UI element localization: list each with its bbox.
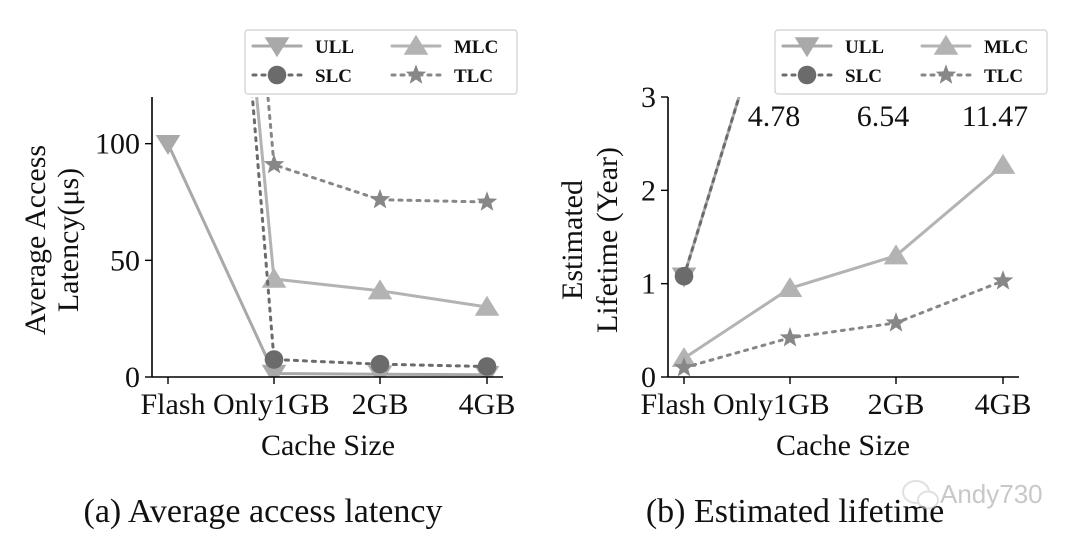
latency-mlc-point-1 — [261, 267, 287, 288]
lifetime-ylabel-line2: Lifetime (Year) — [591, 147, 624, 333]
lifetime-xtick-label-0: Flash Only — [640, 388, 773, 421]
lifetime-mlc-point-1 — [777, 277, 803, 298]
latency-ytick-label-1: 50 — [110, 244, 140, 277]
latency-legend: ULL MLC SLC TLC — [244, 29, 518, 95]
latency-xtick-label-0: Flash Only — [140, 388, 273, 421]
latency-ull-point-0 — [155, 134, 181, 155]
lifetime-mlc-point-3 — [990, 153, 1016, 174]
lifetime-xtick-label-2: 2GB — [868, 388, 925, 421]
latency-ull-point-1 — [261, 364, 287, 377]
latency-slc-point-2 — [370, 354, 390, 374]
lifetime-tlc-point-2 — [885, 312, 907, 332]
lifetime-xlabel: Cache Size — [776, 429, 910, 462]
lifetime-legend: ULL MLC SLC TLC — [774, 29, 1048, 95]
latency-slc-point-3 — [477, 357, 497, 376]
latency-ytick-label-2: 100 — [95, 128, 140, 161]
lifetime-ytick-label-3: 3 — [641, 81, 656, 114]
wechat-icon — [902, 480, 939, 510]
lifetime-legend-tlc-marker — [935, 64, 957, 84]
latency-legend-slc-label: SLC — [315, 66, 352, 87]
latency-xtick-label-1: 1GB — [273, 388, 330, 421]
latency-tlc-point-2 — [369, 188, 391, 209]
latency-legend-frame — [244, 29, 518, 95]
lifetime-slc-line — [682, 97, 741, 278]
lifetime-legend-slc-marker — [797, 65, 817, 85]
latency-legend-slc-marker — [267, 65, 287, 85]
watermark-text: Andy730 — [940, 479, 1043, 509]
annotation-4gb: 11.47 — [962, 100, 1028, 133]
lifetime-legend-ull-marker — [794, 37, 820, 58]
latency-tlc-point-1 — [263, 153, 285, 174]
lifetime-tlc-point-1 — [779, 327, 801, 347]
lifetime-caption: (b) Estimated lifetime — [646, 493, 944, 530]
latency-xtick-label-3: 4GB — [459, 388, 516, 421]
latency-ylabel-line2: Latency(μs) — [52, 168, 85, 312]
latency-series-layer — [155, 97, 500, 377]
lifetime-xtick-label-3: 4GB — [975, 388, 1032, 421]
latency-legend-tlc-label: TLC — [454, 66, 493, 87]
latency-xtick-label-2: 2GB — [352, 388, 409, 421]
latency-slc-line — [250, 97, 489, 368]
lifetime-legend-slc-label: SLC — [845, 66, 882, 87]
lifetime-ytick-label-0: 0 — [641, 361, 656, 394]
latency-legend-mlc-marker — [403, 34, 429, 55]
lifetime-legend-mlc-marker — [933, 34, 959, 55]
latency-caption: (a) Average access latency — [84, 493, 443, 530]
lifetime-legend-mlc-label: MLC — [984, 37, 1028, 58]
lifetime-legend-ull-label: ULL — [845, 37, 884, 58]
latency-legend-tlc-marker — [405, 64, 427, 84]
latency-xlabel: Cache Size — [261, 429, 395, 462]
latency-legend-mlc-label: MLC — [454, 37, 498, 58]
lifetime-tlc-line — [682, 279, 1005, 370]
lifetime-legend-tlc-label: TLC — [984, 66, 1023, 87]
lifetime-legend-frame — [774, 29, 1048, 95]
latency-mlc-line — [255, 97, 489, 309]
lifetime-slc-point-0 — [674, 266, 694, 286]
lifetime-series-layer — [671, 97, 1016, 377]
watermark: Andy730 — [902, 479, 1043, 510]
latency-ylabel-line1: Average Access — [19, 145, 52, 335]
lifetime-mlc-line — [682, 163, 1005, 360]
lifetime-ytick-label-2: 2 — [641, 174, 656, 207]
latency-ull-line — [166, 142, 489, 377]
latency-mlc-point-3 — [474, 295, 500, 316]
latency-legend-ull-marker — [264, 37, 290, 58]
latency-mlc-point-2 — [367, 279, 393, 300]
latency-slc-point-1 — [264, 350, 284, 369]
annotation-1gb: 4.78 — [748, 100, 801, 133]
latency-tlc-line — [266, 97, 489, 204]
lifetime-ytick-label-1: 1 — [641, 268, 656, 301]
lifetime-mlc-point-2 — [883, 244, 909, 265]
latency-tlc-point-3 — [476, 191, 498, 211]
lifetime-ylabel-line1: Estimated — [556, 180, 589, 300]
lifetime-xtick-label-1: 1GB — [773, 388, 830, 421]
latency-ytick-label-0: 0 — [125, 361, 140, 394]
latency-legend-ull-label: ULL — [315, 37, 354, 58]
annotation-2gb: 6.54 — [857, 100, 910, 133]
lifetime-tlc-point-0 — [673, 356, 695, 377]
lifetime-tlc-point-3 — [992, 270, 1014, 290]
